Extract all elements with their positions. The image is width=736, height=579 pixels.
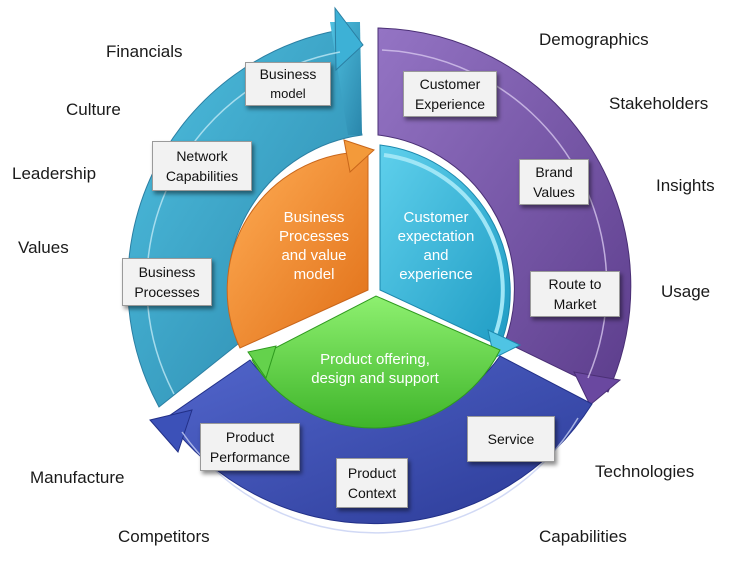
purple-arrowhead — [573, 371, 622, 406]
label-competitors: Competitors — [118, 527, 210, 546]
label-values: Values — [18, 238, 69, 257]
label-culture: Culture — [66, 100, 121, 119]
label-manufacture: Manufacture — [30, 468, 125, 487]
inner-text-green: Product offering, design and support — [311, 351, 439, 387]
box-service: Service — [467, 416, 555, 462]
inner-segment-green — [247, 295, 501, 429]
inner-text-orange: Business Processes and value model — [278, 209, 350, 283]
teal-arrowhead — [334, 6, 364, 72]
inner-segment-cyan — [379, 144, 522, 359]
label-demographics: Demographics — [539, 30, 649, 49]
label-financials: Financials — [106, 42, 183, 61]
label-stakeholders: Stakeholders — [609, 94, 709, 113]
blue-arrowhead — [149, 409, 193, 453]
label-leadership: Leadership — [12, 164, 97, 183]
label-insights: Insights — [656, 176, 715, 195]
label-usage: Usage — [661, 282, 711, 301]
inner-segment-orange — [226, 139, 375, 349]
outer-segment-blue — [149, 355, 593, 534]
label-technologies: Technologies — [595, 462, 695, 481]
label-capabilities: Capabilities — [539, 527, 627, 546]
inner-text-cyan: Customer expectation and experience — [397, 209, 475, 283]
